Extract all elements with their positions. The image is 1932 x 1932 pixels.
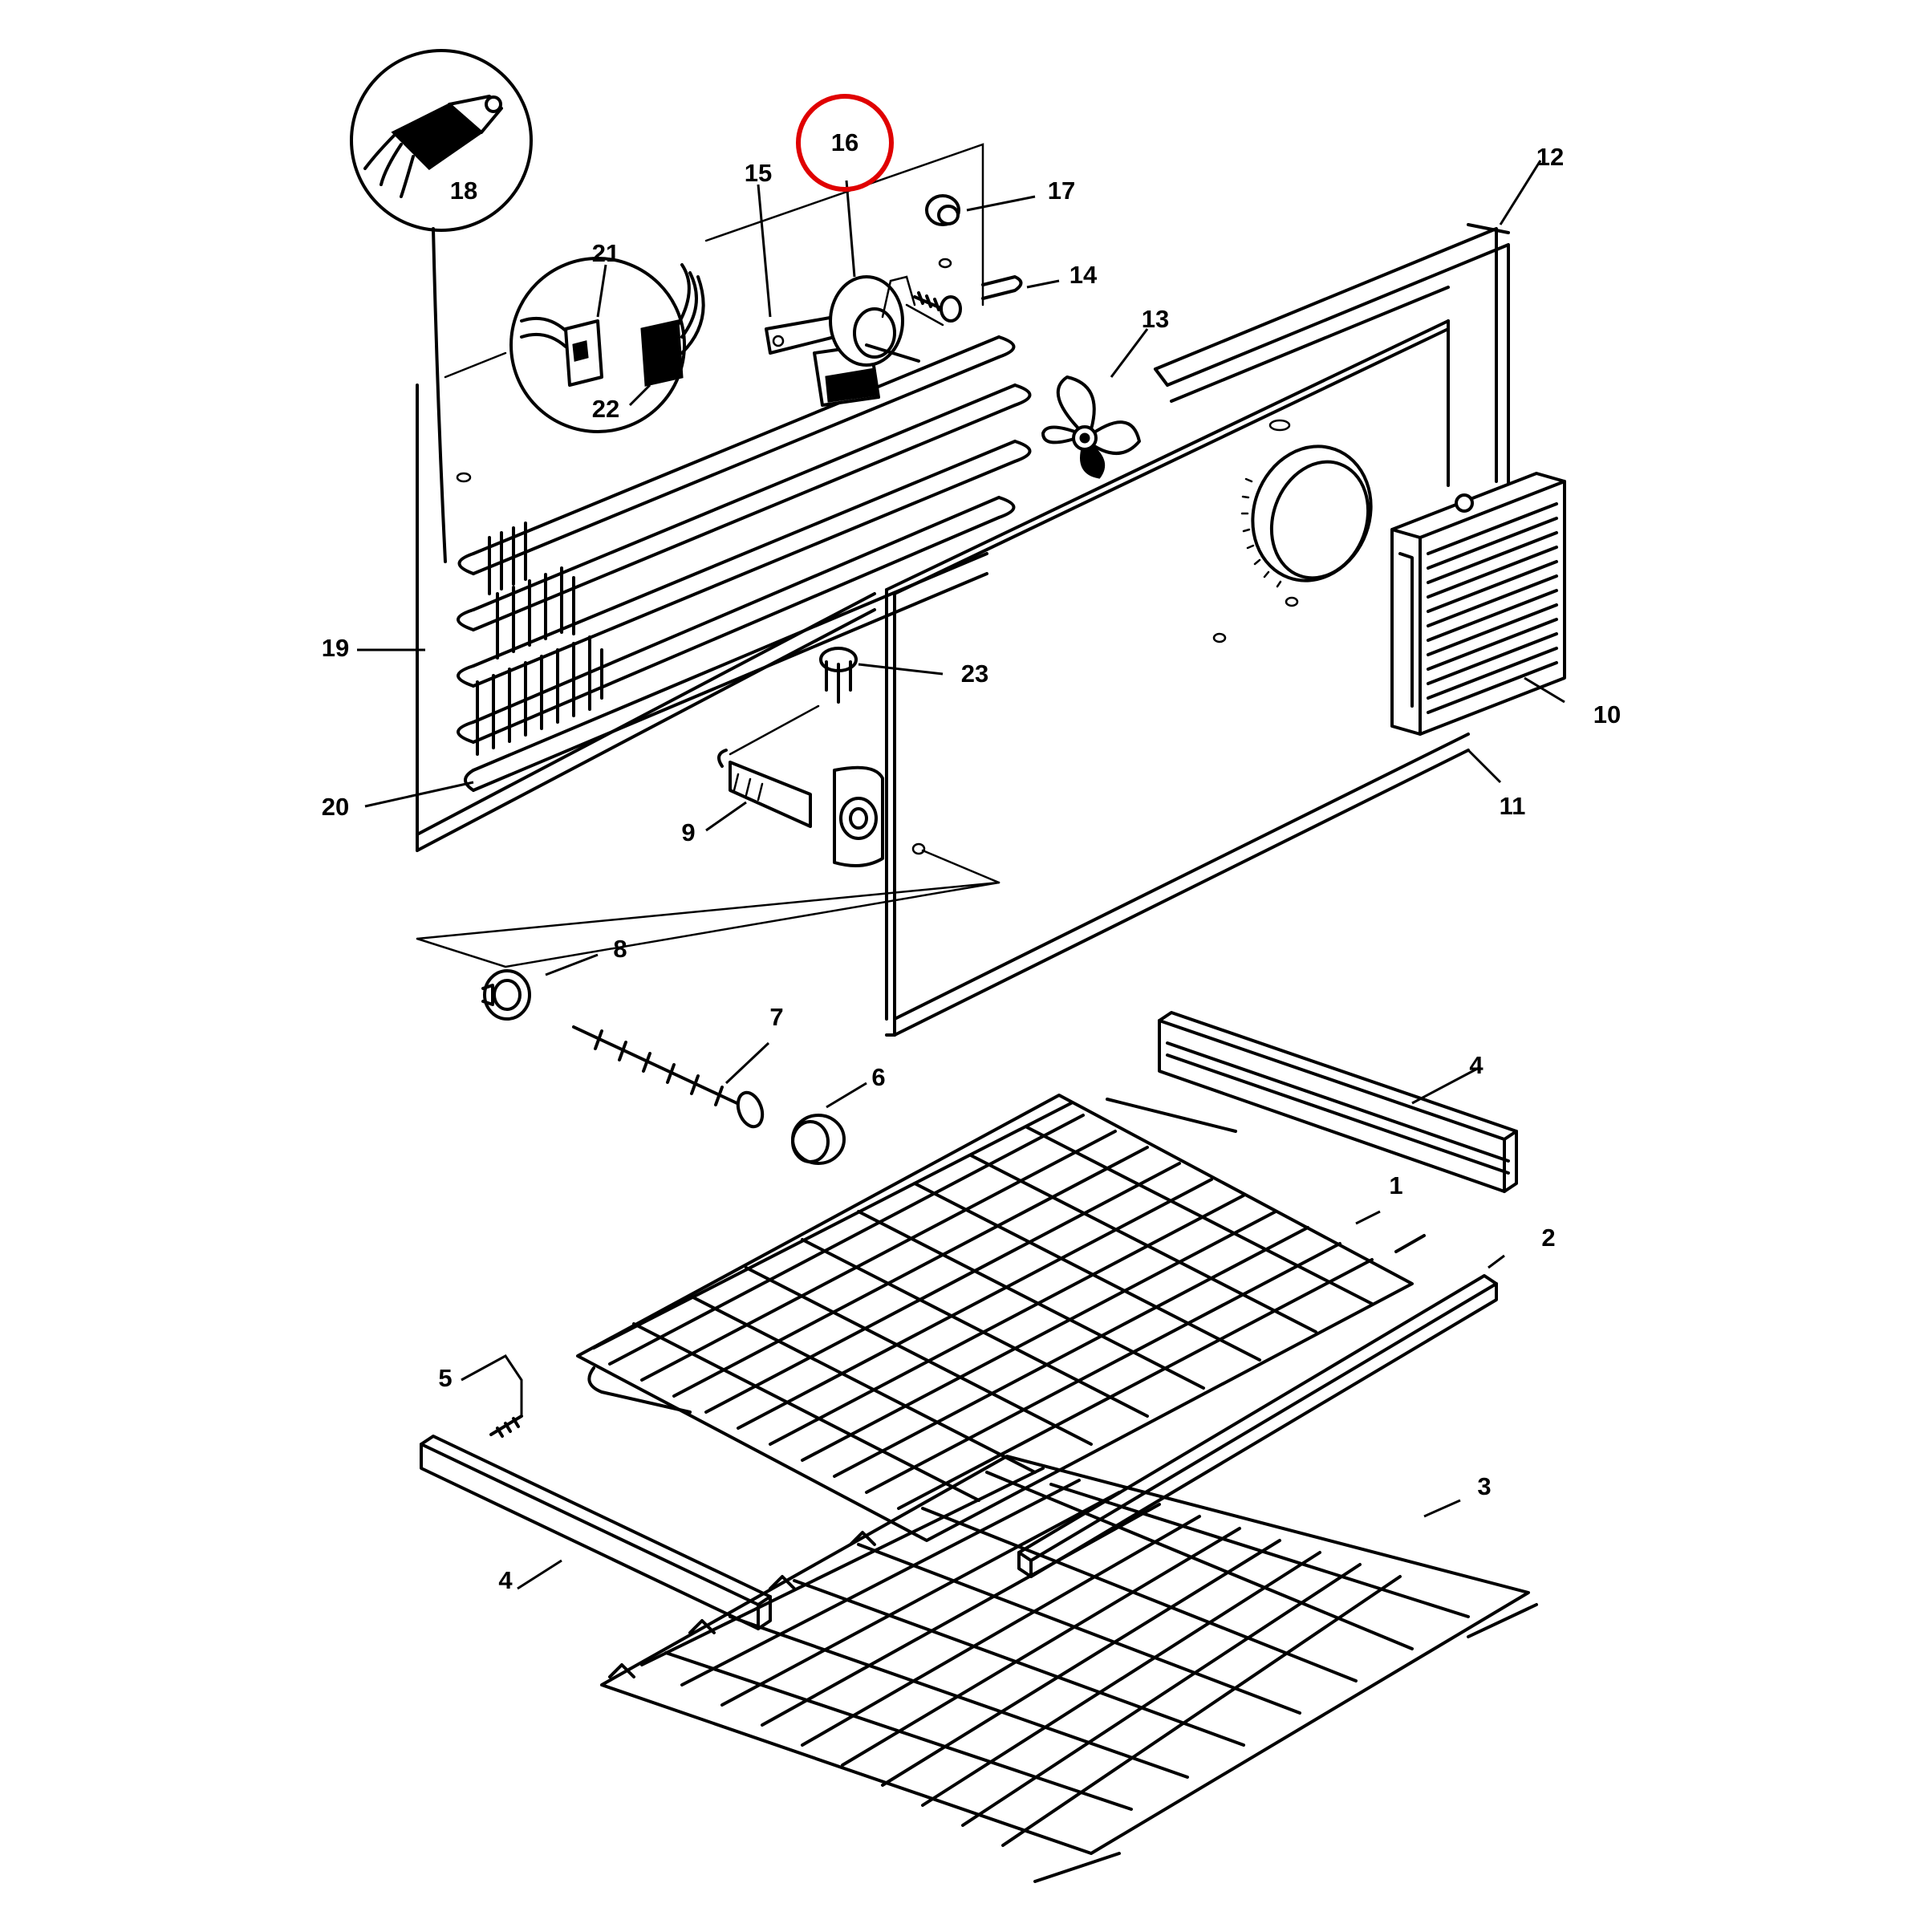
callout-17: 17 bbox=[1048, 177, 1075, 205]
cap-part-6 bbox=[791, 1114, 846, 1165]
callout-4-lower: 4 bbox=[498, 1566, 513, 1594]
callout-8: 8 bbox=[613, 935, 627, 963]
inset-relay-part-18 bbox=[350, 49, 533, 563]
callout-leaders bbox=[357, 160, 1565, 1590]
shelf-rail-part-4-upper bbox=[1158, 1011, 1518, 1193]
dashed-leaders bbox=[416, 704, 1000, 968]
callout-14: 14 bbox=[1070, 261, 1098, 289]
callout-16: 16 bbox=[831, 128, 858, 156]
wire-shelf-part-3 bbox=[600, 1455, 1538, 1883]
wire-shelf-part-1 bbox=[576, 1094, 1426, 1542]
callout-22: 22 bbox=[592, 395, 619, 423]
callout-9: 9 bbox=[681, 818, 695, 846]
callout-20: 20 bbox=[322, 793, 349, 821]
callout-3: 3 bbox=[1477, 1472, 1491, 1500]
callout-4-upper: 4 bbox=[1469, 1051, 1484, 1079]
callout-18: 18 bbox=[450, 177, 477, 205]
shelf-rail-part-4-lower bbox=[420, 1435, 772, 1630]
callout-21: 21 bbox=[592, 239, 619, 267]
highlight-circle bbox=[796, 94, 894, 192]
grommet-part-17 bbox=[925, 194, 960, 226]
fan-blade bbox=[1041, 375, 1141, 479]
screw-part-7 bbox=[572, 1025, 765, 1129]
light-grille bbox=[1390, 472, 1566, 736]
evaporator-back-panel bbox=[416, 143, 984, 852]
light-socket-part-9 bbox=[717, 749, 884, 867]
callout-15: 15 bbox=[745, 159, 772, 187]
callout-12: 12 bbox=[1536, 143, 1564, 171]
callout-7: 7 bbox=[769, 1003, 783, 1031]
callout-6: 6 bbox=[871, 1063, 885, 1091]
inset-connectors-21-22 bbox=[509, 257, 705, 433]
callout-11: 11 bbox=[1500, 792, 1526, 820]
callout-2: 2 bbox=[1541, 1224, 1555, 1252]
coil-fins bbox=[476, 522, 603, 756]
callout-23: 23 bbox=[961, 660, 988, 688]
callout-10: 10 bbox=[1593, 700, 1621, 729]
screw-part-5 bbox=[489, 1414, 523, 1438]
liner-panel bbox=[885, 319, 1470, 1037]
retainer-clip-part-23 bbox=[819, 647, 858, 704]
evaporator-coil bbox=[457, 335, 1032, 792]
screw-part-14 bbox=[913, 291, 962, 323]
callout-19: 19 bbox=[322, 634, 349, 662]
door-gasket-frame bbox=[1154, 223, 1510, 491]
defrost-thermostat-assembly bbox=[765, 275, 944, 407]
retainer-part-8 bbox=[481, 969, 531, 1021]
callout-labels: 1 2 3 4 4 5 6 7 8 9 10 11 12 13 14 15 16… bbox=[322, 128, 1621, 1594]
clip-part-14 bbox=[981, 275, 1023, 300]
control-dial-opening bbox=[1240, 444, 1373, 588]
callout-5: 5 bbox=[438, 1364, 452, 1392]
callout-13: 13 bbox=[1142, 305, 1169, 333]
callout-1: 1 bbox=[1389, 1171, 1402, 1199]
